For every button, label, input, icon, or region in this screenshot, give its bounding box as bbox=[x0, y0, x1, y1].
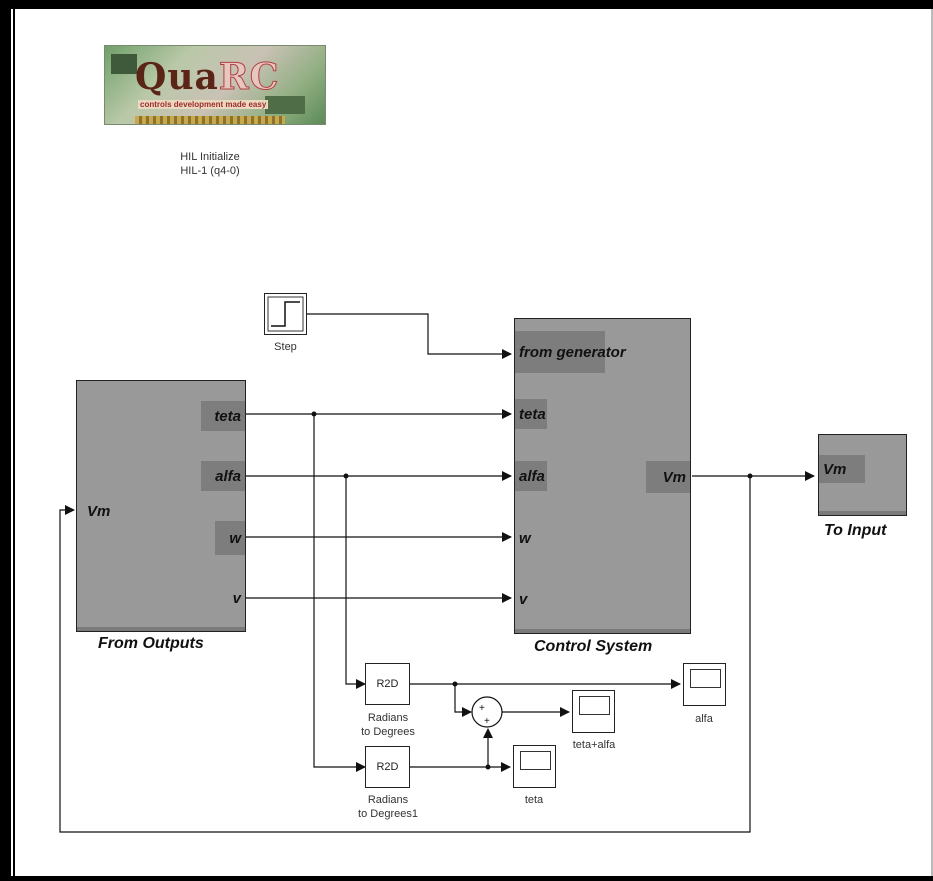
sum-circle: + + bbox=[472, 697, 502, 727]
control-port-from-generator[interactable]: from generator bbox=[515, 331, 605, 373]
control-system-subsystem[interactable]: from generator teta alfa w v Vm bbox=[514, 318, 691, 634]
radians-to-degrees-label: Radians to Degrees bbox=[350, 711, 426, 739]
scope-icon bbox=[520, 751, 551, 770]
from-outputs-subsystem[interactable]: Vm teta alfa w v bbox=[76, 380, 246, 632]
hil-block-label: HIL Initialize HIL-1 (q4-0) bbox=[150, 150, 270, 178]
to-input-label: To Input bbox=[824, 522, 887, 540]
wire-alfa-branch bbox=[346, 476, 365, 684]
board-chip bbox=[265, 96, 305, 114]
svg-text:+: + bbox=[479, 703, 485, 714]
logo-tagline: controls development made easy bbox=[138, 100, 268, 109]
from-outputs-label: From Outputs bbox=[98, 635, 204, 653]
scope-teta-alfa-label: teta+alfa bbox=[560, 738, 628, 752]
radians-to-degrees-block[interactable]: R2D bbox=[365, 663, 410, 705]
control-port-teta[interactable]: teta bbox=[515, 399, 547, 429]
from-outputs-port-alfa[interactable]: alfa bbox=[201, 461, 245, 491]
control-port-w[interactable]: w bbox=[515, 523, 539, 553]
step-icon bbox=[265, 294, 306, 334]
from-outputs-port-w[interactable]: w bbox=[215, 521, 245, 555]
scope-teta-alfa-block[interactable] bbox=[572, 690, 615, 733]
board-pins bbox=[135, 116, 285, 124]
scope-icon bbox=[690, 669, 721, 688]
to-input-subsystem[interactable]: Vm bbox=[818, 434, 907, 516]
scope-alfa-label: alfa bbox=[676, 712, 732, 726]
scope-icon bbox=[579, 696, 610, 715]
scope-alfa-block[interactable] bbox=[683, 663, 726, 706]
scope-teta-block[interactable] bbox=[513, 745, 556, 788]
hil-initialize-block[interactable]: QuaRC controls development made easy bbox=[104, 45, 326, 125]
radians-to-degrees1-label: Radians to Degrees1 bbox=[346, 793, 430, 821]
board-chip bbox=[111, 54, 137, 74]
control-port-vm-out[interactable]: Vm bbox=[646, 461, 690, 493]
svg-text:+: + bbox=[484, 716, 490, 727]
control-system-label: Control System bbox=[534, 638, 652, 656]
wire-r2d-sum bbox=[455, 684, 471, 712]
from-outputs-port-teta[interactable]: teta bbox=[201, 401, 245, 431]
control-port-v[interactable]: v bbox=[515, 585, 539, 613]
radians-to-degrees1-block[interactable]: R2D bbox=[365, 746, 410, 788]
wire-step bbox=[307, 314, 511, 354]
step-label: Step bbox=[264, 340, 307, 354]
from-outputs-port-v[interactable]: v bbox=[217, 585, 245, 611]
step-block[interactable] bbox=[264, 293, 307, 335]
control-port-alfa[interactable]: alfa bbox=[515, 461, 547, 491]
to-input-port-vm[interactable]: Vm bbox=[819, 455, 865, 483]
scope-teta-label: teta bbox=[506, 793, 562, 807]
from-outputs-in-port-vm[interactable]: Vm bbox=[83, 496, 114, 526]
quarc-logo: QuaRC bbox=[135, 56, 279, 98]
